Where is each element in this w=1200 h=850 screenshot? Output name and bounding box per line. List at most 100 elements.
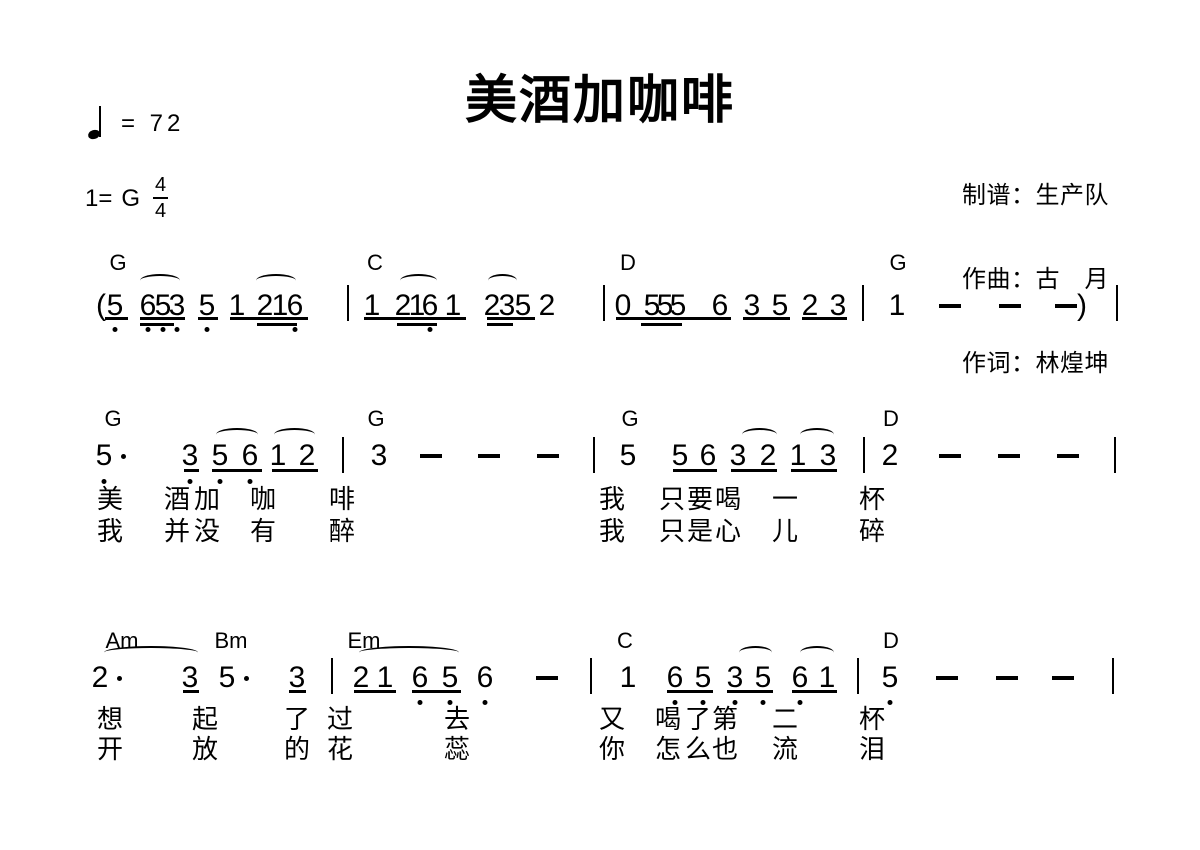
beam-line: [140, 317, 185, 320]
lyric-char: 杯: [858, 484, 886, 514]
note-digit: 2: [801, 289, 819, 322]
beam-line: [140, 323, 174, 326]
lyric-char: 了: [283, 704, 311, 734]
note-digit: 2: [881, 439, 899, 472]
lyric-char: 我: [598, 484, 626, 514]
chord-symbol: C: [367, 250, 383, 275]
beam-line: [792, 690, 837, 693]
slur-arc: [104, 646, 198, 659]
duration-dash: [936, 676, 958, 680]
lyric-char: 放: [191, 734, 219, 764]
lyric-char: 了: [684, 704, 712, 734]
time-signature-denominator: 4: [155, 200, 167, 222]
note-digit: 1: [619, 661, 637, 694]
note-digit: 5: [694, 661, 712, 694]
barline: [593, 437, 595, 473]
lyric-char: 并: [163, 516, 191, 546]
credit-lyricist: 作词：林煌坤: [962, 350, 1109, 377]
note-digit: 1: [408, 289, 426, 322]
time-signature: 4 4: [153, 175, 169, 222]
lyric-char: 我: [598, 516, 626, 546]
note-digit: 3: [819, 439, 837, 472]
credit-arranger: 制谱：生产队: [962, 182, 1109, 209]
barline: [1116, 285, 1118, 321]
lyric-char: 只: [658, 516, 686, 546]
note-digit: 5: [106, 289, 124, 322]
barline: [342, 437, 344, 473]
beam-line: [672, 317, 731, 320]
octave-dot: [101, 479, 107, 484]
note-digit: 2: [538, 289, 556, 322]
note-digit: 1: [271, 289, 289, 322]
duration-dash: [999, 304, 1021, 308]
chord-symbol: D: [620, 250, 636, 275]
bracket: (: [96, 289, 106, 322]
slur-arc: [256, 274, 296, 287]
note-digit: 2: [91, 661, 109, 694]
slur-arc: [216, 428, 258, 441]
note-digit: 3: [498, 289, 516, 322]
slur-arc: [400, 274, 437, 287]
lyric-char: 没: [193, 516, 221, 546]
note-digit: 6: [421, 289, 439, 322]
octave-dot: [482, 700, 488, 705]
note-digit: 6: [476, 661, 494, 694]
beam-line: [412, 690, 461, 693]
octave-dot: [887, 700, 893, 705]
octave-dot: [700, 700, 706, 705]
octave-dot: [292, 327, 298, 332]
beam-line: [212, 469, 262, 472]
duration-dash: [998, 454, 1020, 458]
note-digit: 1: [444, 289, 462, 322]
tempo-marking: = 72: [86, 102, 185, 141]
chord-symbol: D: [883, 406, 899, 431]
slur-arc: [800, 428, 834, 441]
tempo-value: = 72: [121, 110, 185, 137]
chord-symbol: Em: [347, 628, 381, 653]
barline: [857, 658, 859, 694]
note-digit: 3: [181, 661, 199, 694]
chord-symbol: G: [889, 250, 907, 275]
note-digit: 5: [154, 289, 172, 322]
slur-arc: [488, 274, 517, 287]
lyric-char: 花: [326, 734, 354, 764]
beam-line: [743, 317, 790, 320]
octave-dot: [447, 700, 453, 705]
chord-symbol: D: [883, 628, 899, 653]
octave-dot: [112, 327, 118, 332]
octave-dot: [760, 700, 766, 705]
augmentation-dot: [117, 676, 122, 681]
lyric-char: 你: [598, 734, 626, 764]
key-tonic: G: [121, 185, 141, 212]
note-digit: 6: [286, 289, 304, 322]
octave-dot: [187, 479, 193, 484]
lyric-char: 咖: [249, 484, 277, 514]
octave-dot: [417, 700, 423, 705]
note-digit: 5: [218, 661, 236, 694]
note-digit: 3: [743, 289, 761, 322]
note-digit: 5: [619, 439, 637, 472]
duration-dash: [939, 304, 961, 308]
duration-dash: [478, 454, 500, 458]
lyric-char: 只: [658, 484, 686, 514]
lyric-char: 也: [711, 734, 739, 764]
quarter-note-icon: [86, 104, 103, 141]
lyric-char: 的: [283, 734, 311, 764]
chord-symbol: Bm: [214, 628, 248, 653]
lyric-char: 泪: [858, 734, 886, 764]
lyric-char: 第: [711, 704, 739, 734]
note-digit: 2: [298, 439, 316, 472]
lyric-char: 一: [771, 484, 799, 514]
song-title: 美酒加咖啡: [464, 72, 735, 130]
beam-line: [673, 469, 717, 472]
lyric-char: 是: [686, 516, 714, 546]
beam-line: [105, 317, 128, 320]
note-digit: 1: [789, 439, 807, 472]
note-digit: 6: [791, 661, 809, 694]
note-digit: 3: [181, 439, 199, 472]
beam-line: [183, 690, 199, 693]
slur-arc: [359, 646, 459, 659]
slur-arc: [739, 646, 772, 659]
